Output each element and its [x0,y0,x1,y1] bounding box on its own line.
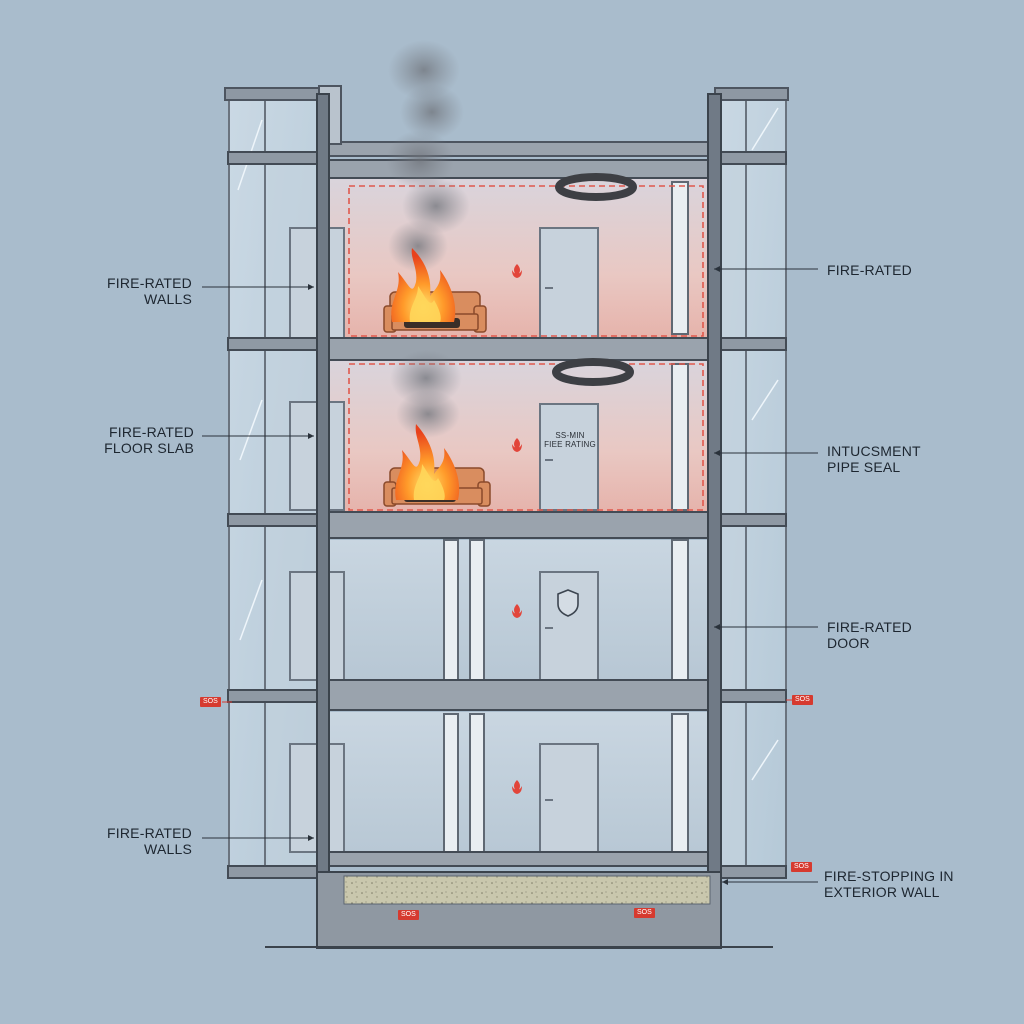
structural-column-left [316,93,330,875]
callout-line: FIRE-RATED [107,275,192,291]
rating-tag: SOS [398,910,419,920]
foundation-gravel [343,875,711,905]
callout-intumescent-pipe-seal: INTUCSMENT PIPE SEAL [827,443,921,475]
callout-line: FIRE-STOPPING IN [824,868,954,884]
structural-column-right [707,93,722,875]
callout-line: EXTERIOR WALL [824,884,940,900]
callout-fire-rated-top: FIRE-RATED [827,262,912,278]
door-handle [545,287,553,801]
callout-line: PIPE SEAL [827,459,901,475]
door-sign-line: SS-MIN [555,431,585,440]
flame-icon [395,424,460,500]
roof-cap-right [714,87,789,101]
callout-line: WALLS [144,841,192,857]
pipe-seal-icon [555,173,637,201]
roof-slab [319,141,713,157]
shield-icon [557,589,579,617]
callout-leader-lines [202,268,818,883]
fire-compartment-upper [348,185,704,337]
callout-line: INTUCSMENT [827,443,921,459]
rating-tag: SOS [792,695,813,705]
fire-alarm-icon [512,264,522,794]
flame-icon [391,248,456,322]
rating-tag: SOS [200,697,221,707]
door-sign-line: FIEE RATING [544,440,596,449]
roof-cap-left [224,87,320,101]
callout-fire-rated-walls-bottom: FIRE-RATED WALLS [100,825,192,857]
callout-line: WALLS [144,291,192,307]
callout-line: FIRE-RATED [827,262,912,278]
callout-line: DOOR [827,635,870,651]
door-rating-sign: SS-MIN FIEE RATING [541,431,599,449]
callout-line: FIRE-RATED [107,825,192,841]
smoke-column [443,539,485,857]
callout-fire-rated-door: FIRE-RATED DOOR [827,619,912,651]
callout-line: FIRE-RATED [827,619,912,635]
pipe-seal-icon [552,358,634,386]
callout-fire-stopping-exterior-wall: FIRE-STOPPING IN EXTERIOR WALL [824,868,954,900]
rating-tag: SOS [634,908,655,918]
callout-fire-rated-walls-top: FIRE-RATED WALLS [100,275,192,307]
pipe-riser-right [671,181,689,857]
callout-line: FIRE-RATED [109,424,194,440]
callout-arrowheads [308,266,728,885]
smoke-plume-icon [386,40,470,438]
callout-fire-rated-floor-slab: FIRE-RATED FLOOR SLAB [96,424,194,456]
rating-tag: SOS [791,862,812,872]
callout-line: FLOOR SLAB [104,440,194,456]
